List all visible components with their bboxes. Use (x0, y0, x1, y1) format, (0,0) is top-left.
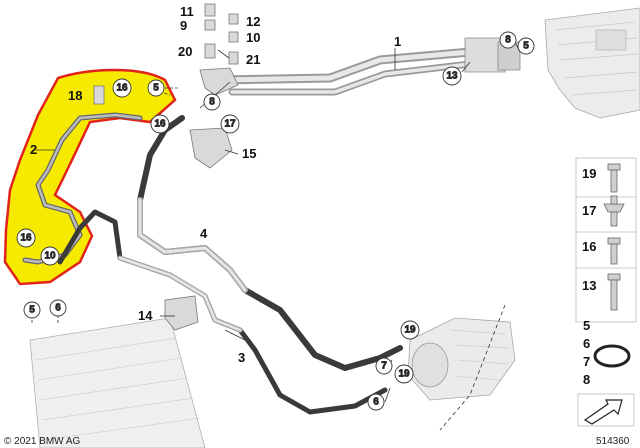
legend-group-7: 7 (583, 354, 590, 369)
callout-6-low: 6 (49, 299, 67, 317)
svg-text:6: 6 (373, 397, 379, 408)
part-labels: 11 9 20 12 10 21 1 18 2 15 4 14 3 (30, 4, 401, 365)
condenser (29, 317, 206, 448)
compressor (407, 317, 516, 401)
callout-8-mid: 8 (203, 93, 221, 111)
callout-19-b: 19 (394, 364, 414, 384)
evaporator-housing (544, 7, 640, 119)
label-3: 3 (238, 350, 245, 365)
small-fittings (93, 3, 239, 331)
label-11: 11 (180, 4, 194, 19)
legend-group-6: 6 (583, 336, 590, 351)
callout-7: 7 (375, 357, 393, 375)
svg-text:6: 6 (55, 303, 61, 314)
label-2: 2 (30, 142, 37, 157)
parts-legend: 19 17 16 13 5 6 7 8 (575, 157, 637, 427)
label-9: 9 (180, 18, 187, 33)
svg-text:19: 19 (404, 325, 416, 336)
svg-text:13: 13 (446, 71, 458, 82)
callout-10: 10 (40, 246, 60, 266)
callout-16-b: 16 (150, 114, 170, 134)
callout-13: 13 (442, 66, 462, 86)
svg-text:16: 16 (116, 83, 128, 94)
svg-text:16: 16 (20, 233, 32, 244)
legend-item-16: 16 (582, 239, 596, 254)
callout-5-mid: 5 (147, 79, 165, 97)
svg-text:8: 8 (505, 35, 511, 46)
label-18: 18 (68, 88, 82, 103)
label-14: 14 (138, 308, 153, 323)
callout-16-a: 16 (112, 78, 132, 98)
svg-text:5: 5 (523, 41, 529, 52)
svg-text:5: 5 (153, 83, 159, 94)
callout-5-top: 5 (517, 37, 535, 55)
o-ring-icon (593, 344, 631, 368)
legend-item-17: 17 (582, 203, 596, 218)
pipes (22, 37, 521, 415)
image-number: 514360 (596, 436, 630, 447)
bolt-icon (603, 163, 625, 311)
label-1: 1 (394, 34, 401, 49)
callout-5-low: 5 (23, 301, 41, 319)
label-12: 12 (246, 14, 260, 29)
svg-text:5: 5 (29, 305, 35, 316)
legend-group-5: 5 (583, 318, 590, 333)
label-15: 15 (242, 146, 256, 161)
svg-text:8: 8 (209, 97, 215, 108)
callout-16-c: 16 (16, 228, 36, 248)
svg-text:17: 17 (224, 119, 236, 130)
legend-item-13: 13 (582, 278, 596, 293)
label-21: 21 (246, 52, 260, 67)
label-10: 10 (246, 30, 260, 45)
callouts: 8 5 13 16 5 8 16 17 16 10 5 6 19 7 19 6 (16, 31, 535, 411)
callout-8-top: 8 (499, 31, 517, 49)
legend-group-8: 8 (583, 372, 590, 387)
svg-text:7: 7 (381, 361, 387, 372)
svg-text:10: 10 (44, 251, 56, 262)
callout-17: 17 (220, 114, 240, 134)
part-2-highlight (3, 68, 177, 286)
svg-text:19: 19 (398, 369, 410, 380)
label-4: 4 (200, 226, 208, 241)
callout-6-right: 6 (367, 393, 385, 411)
copyright: © 2021 BMW AG (4, 436, 81, 447)
legend-item-19: 19 (582, 166, 596, 181)
svg-text:16: 16 (154, 119, 166, 130)
arrow-icon (583, 399, 623, 425)
callout-19-a: 19 (400, 320, 420, 340)
label-20: 20 (178, 44, 192, 59)
